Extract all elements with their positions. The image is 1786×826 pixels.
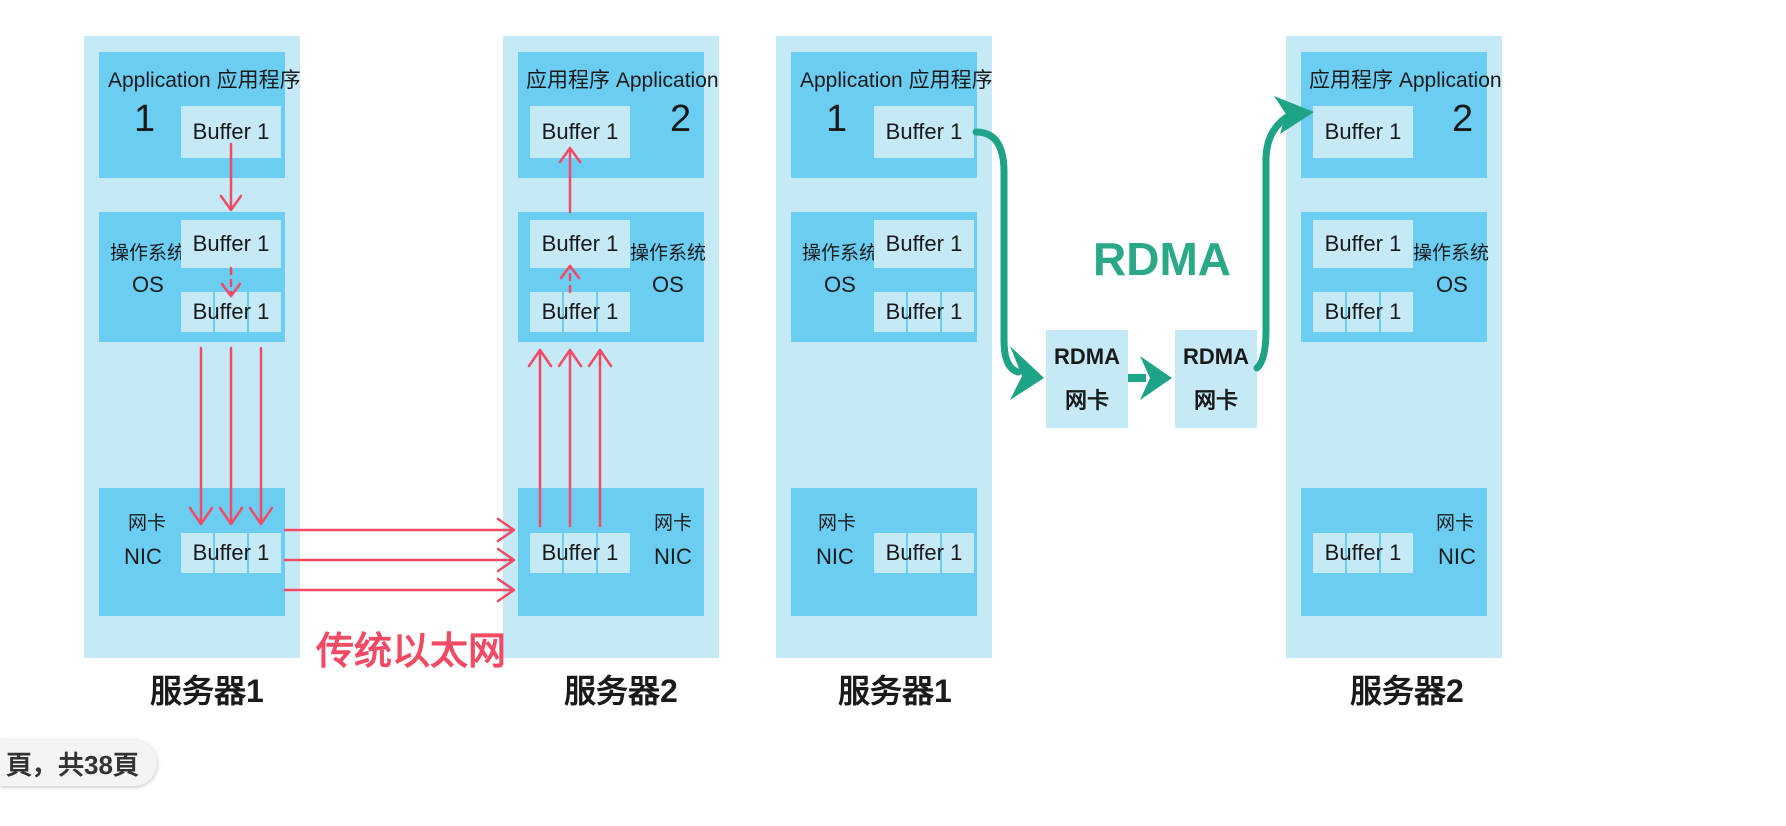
os-buffer-top: Buffer 1	[181, 220, 281, 268]
rdma-title: RDMA	[1093, 233, 1231, 285]
os-sub-label: OS	[1436, 272, 1468, 297]
arrow-down-icon	[248, 346, 274, 526]
nic-label: 网卡	[128, 513, 167, 534]
app-number: 2	[1452, 98, 1474, 140]
page-indicator: 頁，共38頁	[0, 740, 157, 786]
arrow-up-icon	[559, 264, 581, 280]
nic-sub-label: NIC	[654, 544, 692, 569]
nic-buffer: Buffer 1	[530, 533, 630, 573]
app-label: Application 应用程序	[800, 69, 993, 92]
app-number: 1	[826, 98, 848, 140]
nic-label: 网卡	[1436, 513, 1475, 534]
arrow-up-icon	[527, 348, 553, 528]
arrow-right-icon	[283, 547, 516, 573]
server-caption: 服务器2	[564, 673, 678, 709]
arrow-right-icon	[1010, 346, 1044, 400]
os-buffer-bottom: Buffer 1	[1313, 292, 1413, 332]
os-buffer-top: Buffer 1	[530, 220, 630, 268]
os-sub-label: OS	[132, 272, 164, 297]
green-arrows	[972, 96, 1314, 400]
rdma-path-down	[972, 128, 1022, 376]
rdma-nic-card-2: RDMA 网卡	[1175, 330, 1257, 428]
app-label: 应用程序 Application	[1309, 69, 1502, 92]
arrow-down-icon	[188, 346, 214, 526]
os-label: 操作系统	[110, 243, 187, 264]
os-sub-label: OS	[652, 272, 684, 297]
server-caption: 服务器1	[150, 673, 264, 709]
red-arrows	[188, 142, 613, 603]
os-buffer-top: Buffer 1	[1313, 220, 1413, 268]
app-buffer: Buffer 1	[530, 106, 630, 158]
app-number: 1	[134, 98, 156, 140]
rdma-nic-card-1: RDMA 网卡	[1046, 330, 1128, 428]
nic-sub-label: NIC	[1438, 544, 1476, 569]
arrow-up-icon	[558, 146, 582, 214]
arrow-down-icon	[220, 282, 242, 298]
os-label: 操作系统	[630, 243, 707, 264]
arrow-up-icon	[587, 348, 613, 528]
nic-label: 网卡	[654, 513, 693, 534]
arrow-up-icon	[557, 348, 583, 528]
rdma-card-line2: 网卡	[1193, 388, 1238, 413]
nic-buffer: Buffer 1	[874, 533, 974, 573]
nic-sub-label: NIC	[124, 544, 162, 569]
server-caption: 服务器1	[838, 673, 952, 709]
app-buffer: Buffer 1	[874, 106, 974, 158]
nic-buffer: Buffer 1	[1313, 533, 1413, 573]
nic-label: 网卡	[818, 513, 857, 534]
os-buffer-top: Buffer 1	[874, 220, 974, 268]
app-buffer: Buffer 1	[1313, 106, 1413, 158]
os-label: 操作系统	[802, 243, 879, 264]
os-buffer-bottom: Buffer 1	[181, 292, 281, 332]
app-number: 2	[670, 98, 692, 140]
os-buffer-bottom: Buffer 1	[874, 292, 974, 332]
rdma-path-up	[1253, 110, 1296, 372]
traditional-ethernet-label: 传统以太网	[316, 631, 507, 673]
arrow-right-icon	[283, 577, 516, 603]
os-sub-label: OS	[824, 272, 856, 297]
app-label: Application 应用程序	[108, 69, 301, 92]
arrow-right-icon	[1140, 356, 1172, 400]
os-buffer-bottom: Buffer 1	[530, 292, 630, 332]
rdma-card-line2: 网卡	[1064, 388, 1109, 413]
nic-buffer: Buffer 1	[181, 533, 281, 573]
rdma-card-line1: RDMA	[1054, 344, 1120, 369]
rdma-card-line1: RDMA	[1183, 344, 1249, 369]
arrow-down-icon	[219, 142, 243, 212]
arrow-down-icon	[218, 346, 244, 526]
os-label: 操作系统	[1413, 243, 1490, 264]
arrow-up-right-icon	[1274, 96, 1314, 134]
nic-sub-label: NIC	[816, 544, 854, 569]
app-label: 应用程序 Application	[526, 69, 719, 92]
server-caption: 服务器2	[1350, 673, 1464, 709]
arrow-right-icon	[283, 517, 516, 543]
